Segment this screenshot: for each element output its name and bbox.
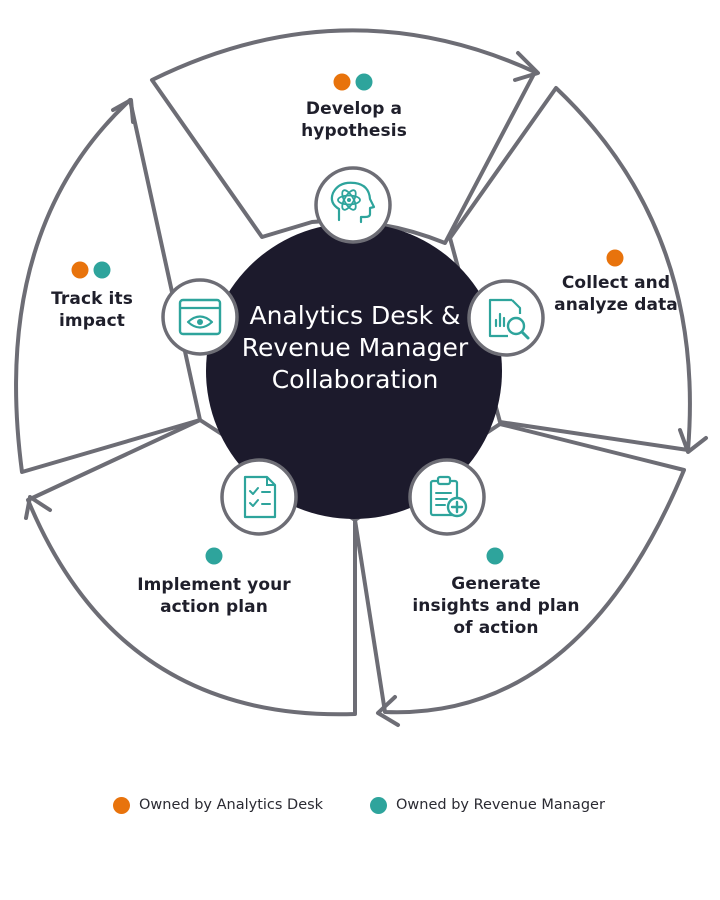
arrowhead-2 — [678, 428, 708, 454]
owner-dot-revenue-manager — [205, 547, 223, 565]
legend-dot-revenue-manager — [370, 796, 387, 814]
legend-revenue-manager: Owned by Revenue Manager — [370, 794, 605, 816]
chart-magnifier-icon — [488, 298, 530, 340]
owner-dot-analytics-desk — [606, 249, 624, 267]
segment-generate-insights — [353, 422, 686, 715]
checklist-icon — [243, 475, 277, 519]
legend-dot-analytics-desk — [113, 796, 130, 814]
icon-bubble-5 — [161, 278, 239, 356]
arrowhead-5 — [111, 98, 135, 124]
owner-dot-revenue-manager — [355, 73, 373, 91]
arrowhead-1 — [513, 51, 540, 82]
center-circle — [206, 223, 502, 519]
brain-atom-icon — [330, 181, 376, 224]
center-title: Analytics Desk & Revenue Manager Collabo… — [241, 301, 469, 394]
segment-collect-data — [448, 86, 692, 452]
icon-bubble-ring — [220, 458, 298, 536]
icon-bubble-ring — [408, 458, 486, 536]
step-label-develop-hypothesis: Develop a hypothesis — [301, 99, 407, 141]
legend-label-revenue-manager: Owned by Revenue Manager — [396, 797, 605, 813]
owner-dot-revenue-manager — [486, 547, 504, 565]
arrowhead-3 — [376, 695, 400, 727]
browser-eye-icon — [178, 298, 222, 336]
step-label-collect-data: Collect and analyze data — [554, 273, 678, 315]
owner-dot-analytics-desk — [71, 261, 89, 279]
segment-implement-plan — [26, 418, 357, 717]
clipboard-plus-icon — [429, 475, 468, 518]
arrowhead-4 — [24, 495, 52, 520]
legend-label-analytics-desk: Owned by Analytics Desk — [139, 797, 324, 813]
icon-bubble-3 — [408, 458, 486, 536]
step-label-implement-plan: Implement your action plan — [137, 575, 291, 617]
icon-bubble-4 — [220, 458, 298, 536]
owner-dot-revenue-manager — [93, 261, 111, 279]
legend-analytics-desk: Owned by Analytics Desk — [113, 794, 323, 816]
step-label-track-impact: Track its impact — [51, 289, 133, 331]
icon-bubble-1 — [314, 166, 392, 244]
owner-dot-analytics-desk — [333, 73, 351, 91]
icon-bubble-2 — [467, 279, 545, 357]
segment-track-impact — [14, 98, 202, 474]
step-label-generate-insights: Generate insights and plan of action — [412, 574, 580, 638]
